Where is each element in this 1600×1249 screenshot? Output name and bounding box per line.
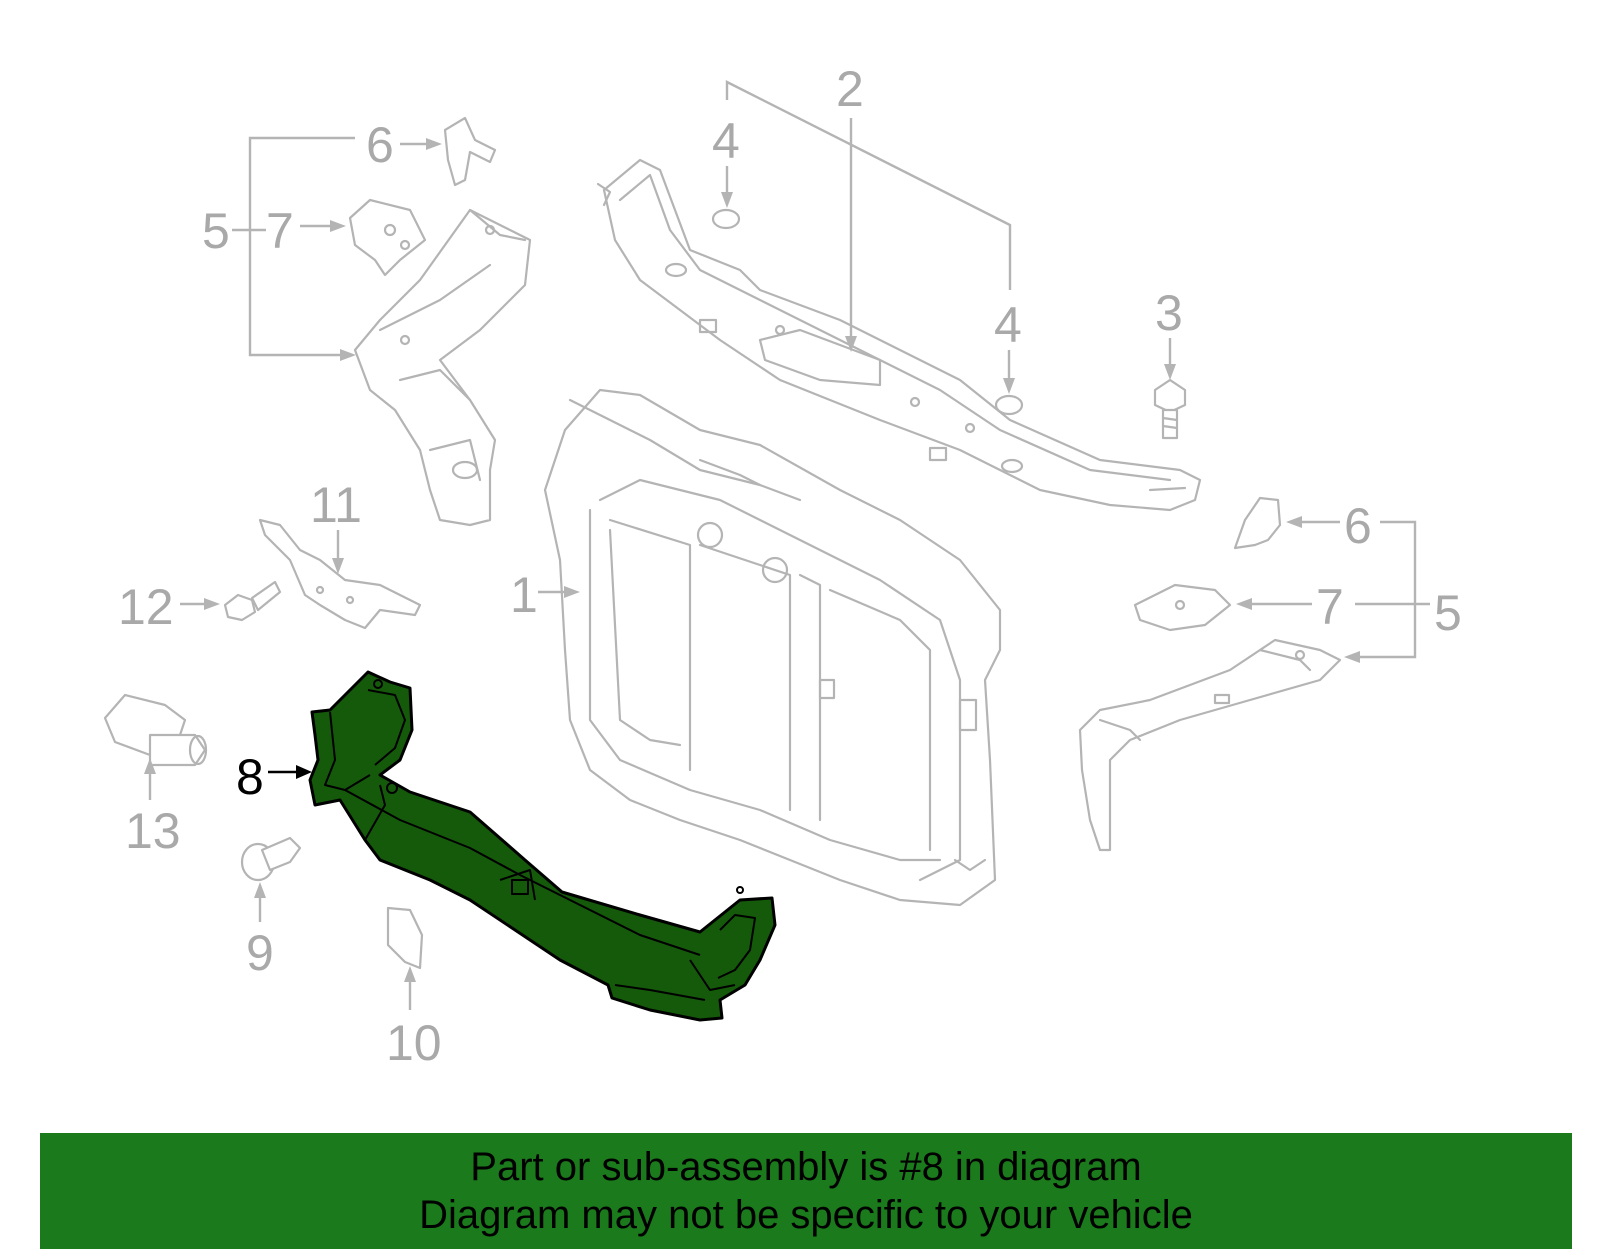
callout-6-left: 6 — [366, 117, 394, 173]
leader-lines — [144, 80, 1430, 1010]
callout-7-right: 7 — [1316, 579, 1344, 635]
callout-4-upper: 4 — [712, 113, 740, 169]
part-1-radiator-support — [543, 388, 1002, 907]
callout-labels: 1 2 3 4 4 5 5 6 6 7 7 8 9 10 11 12 13 — [118, 61, 1462, 1071]
part-5-right-side-member — [1078, 638, 1342, 852]
callout-4-lower: 4 — [994, 297, 1022, 353]
banner-line-1: Part or sub-assembly is #8 in diagram — [470, 1145, 1142, 1189]
callout-5-left: 5 — [202, 203, 230, 259]
leader-8 — [268, 765, 312, 779]
callout-12: 12 — [118, 579, 174, 635]
banner-line-2: Diagram may not be specific to your vehi… — [419, 1193, 1193, 1237]
callout-11: 11 — [310, 477, 362, 533]
callout-13: 13 — [125, 803, 181, 859]
part-2-upper-tie-bar — [596, 158, 1202, 512]
part-7-right-bracket — [1133, 583, 1232, 632]
part-3-bolt — [1153, 378, 1187, 440]
callout-6-right: 6 — [1344, 498, 1372, 554]
callout-9: 9 — [246, 925, 274, 981]
callout-7-left: 7 — [266, 203, 294, 259]
callout-8: 8 — [236, 749, 264, 805]
part-11-bracket — [258, 518, 422, 630]
part-5-left-side-member — [353, 208, 532, 527]
part-13-sensor — [103, 693, 208, 767]
callout-3: 3 — [1155, 285, 1183, 341]
info-banner: Part or sub-assembly is #8 in diagram Di… — [40, 1133, 1572, 1249]
callout-5-right: 5 — [1434, 585, 1462, 641]
part-6-left-clip — [443, 116, 497, 187]
callout-2: 2 — [836, 61, 864, 117]
part-7-left-bracket — [348, 198, 427, 277]
parts-diagram: 1 2 3 4 4 5 5 6 6 7 7 8 9 10 11 12 13 — [103, 61, 1462, 1071]
part-4-grommets — [711, 208, 1024, 416]
part-12-bolt — [223, 580, 282, 622]
part-10-seal-pad — [386, 906, 424, 970]
part-6-right-clip — [1233, 496, 1282, 550]
callout-1: 1 — [510, 567, 538, 623]
callout-10: 10 — [386, 1015, 442, 1071]
part-9-push-clip — [240, 836, 302, 882]
part-8-lower-tie-bar — [308, 670, 777, 1022]
